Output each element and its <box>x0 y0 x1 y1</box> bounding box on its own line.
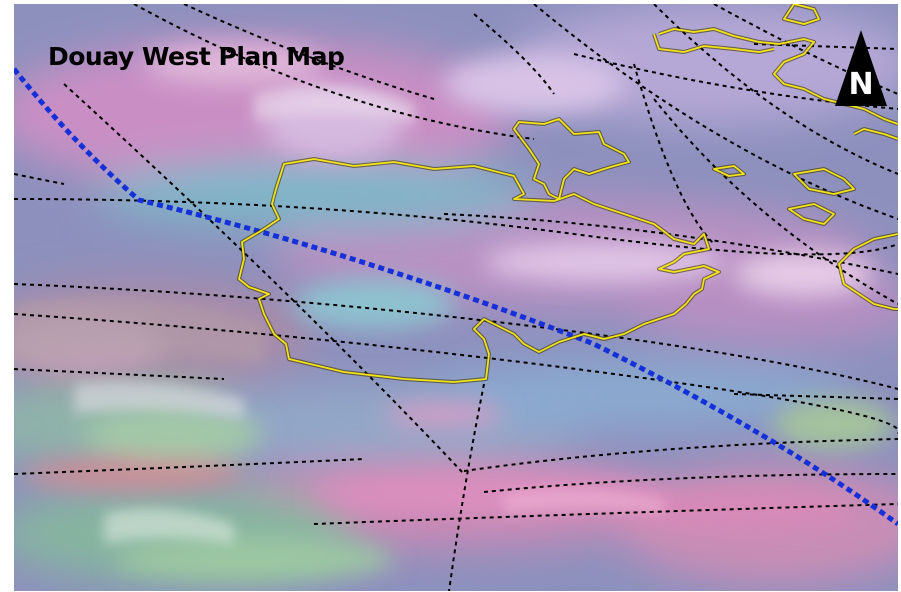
north-label: N <box>848 67 874 102</box>
anomaly-background <box>14 4 898 584</box>
north-arrow-icon: N <box>835 30 887 106</box>
highlight-line <box>14 67 898 527</box>
deposit-outlines <box>237 4 898 384</box>
geophysics-map <box>14 4 898 591</box>
map-title: Douay West Plan Map <box>48 42 345 71</box>
main-deposit-outline <box>238 158 720 383</box>
map-canvas[interactable]: Douay West Plan Map N <box>14 4 898 591</box>
fault-lines <box>14 4 898 591</box>
